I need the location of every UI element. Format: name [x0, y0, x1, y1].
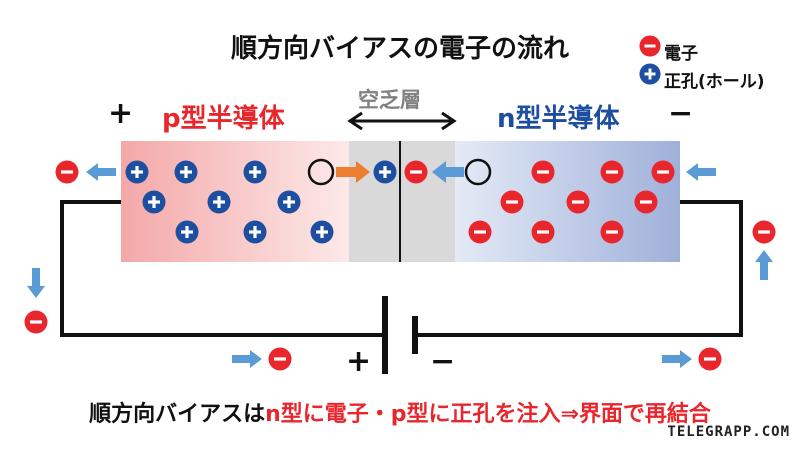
electron: [531, 220, 555, 244]
n-region-label: n型半導体: [497, 104, 620, 134]
vacated-hole-site: [307, 158, 335, 186]
battery-plus-sign: +: [346, 344, 372, 379]
legend-hole-label: 正孔(ホール): [664, 72, 765, 92]
electron-wire-bottom-left: [268, 347, 292, 371]
vacated-electron-site: [464, 158, 492, 186]
electron-leaving-p: [55, 160, 79, 184]
legend-hole-icon: [639, 63, 661, 85]
p-side-sign: +: [108, 96, 134, 131]
flow-arrow-right: [662, 350, 692, 368]
depletion-label: 空乏層: [358, 88, 421, 112]
hole: [174, 160, 198, 184]
electron: [566, 190, 590, 214]
flow-arrow-right: [232, 350, 262, 368]
electron: [500, 190, 524, 214]
battery-minus-sign: −: [430, 344, 456, 379]
hole: [142, 190, 166, 214]
diagram-title: 順方向バイアスの電子の流れ: [230, 34, 569, 64]
circuit-wire-left: [60, 200, 384, 337]
flow-arrow-up: [755, 250, 773, 280]
hole: [277, 190, 301, 214]
electron-at-junction: [404, 160, 428, 184]
electron: [600, 220, 624, 244]
hole: [125, 160, 149, 184]
circuit-wire-right: [418, 200, 743, 337]
electron: [634, 190, 658, 214]
flow-arrow-down: [27, 268, 45, 298]
depletion-width-arrow: [347, 111, 457, 131]
depletion-region: [349, 141, 455, 262]
legend-electron-label: 電子: [664, 44, 698, 64]
electron-wire-bottom-right: [698, 347, 722, 371]
flow-arrow-into-n: [686, 163, 716, 181]
electron-flow-arrow: [432, 161, 464, 183]
summary-caption: 順方向バイアスはn型に電子・p型に正孔を注入⇒界面で再結合: [0, 396, 800, 428]
hole-flow-arrow: [336, 161, 370, 183]
n-side-sign: −: [668, 96, 694, 131]
electron: [651, 160, 675, 184]
electron-wire-right: [752, 220, 776, 244]
summary-part2: n型に電子・p型に正孔を注入⇒界面で再結合: [265, 402, 711, 427]
hole: [243, 160, 267, 184]
electron: [600, 160, 624, 184]
hole: [175, 220, 199, 244]
electron-wire-left: [24, 310, 48, 334]
summary-part1: 順方向バイアスは: [89, 402, 266, 427]
p-region-label: p型半導体: [162, 104, 285, 134]
flow-arrow-left: [86, 163, 116, 181]
hole-at-junction: [373, 160, 397, 184]
battery-symbol: [382, 296, 418, 374]
hole: [207, 190, 231, 214]
electron: [468, 220, 492, 244]
electron: [531, 160, 555, 184]
hole: [310, 220, 334, 244]
watermark: TELEGRAPP.COM: [667, 424, 790, 440]
hole: [243, 220, 267, 244]
